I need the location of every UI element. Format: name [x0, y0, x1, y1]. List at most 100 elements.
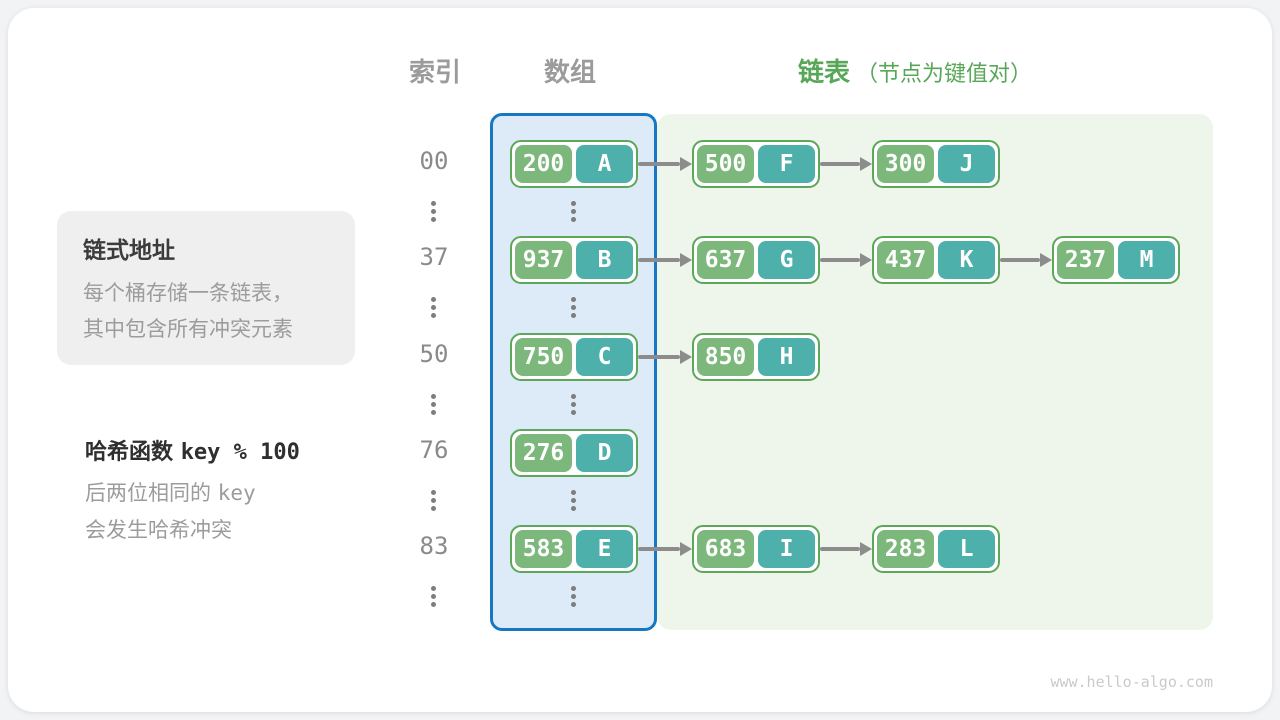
- hash-note-line: 后两位相同的 key: [85, 477, 256, 507]
- ellipsis-dot: [571, 401, 576, 407]
- ellipsis-dot: [571, 602, 576, 608]
- ellipsis-dot: [431, 209, 436, 215]
- index-ellipsis: [431, 586, 436, 608]
- index-ellipsis: [431, 297, 436, 319]
- ellipsis-dot: [431, 305, 436, 311]
- hash-function-expression: key % 100: [180, 440, 300, 465]
- node-value: F: [758, 145, 815, 183]
- ellipsis-dot: [431, 594, 436, 600]
- node-key: 637: [697, 241, 754, 280]
- hash-function-title: 哈希函数 key % 100: [85, 434, 300, 466]
- bucket-index-label: 37: [419, 243, 449, 272]
- info-box-line: 其中包含所有冲突元素: [83, 317, 293, 341]
- ellipsis-dot: [431, 313, 436, 319]
- ellipsis-dot: [571, 393, 576, 399]
- ellipsis-dot: [431, 586, 436, 592]
- ellipsis-dot: [571, 297, 576, 303]
- node-value: K: [938, 241, 995, 280]
- node-key: 437: [877, 241, 934, 280]
- ellipsis-dot: [431, 602, 436, 608]
- node-key: 850: [697, 337, 754, 376]
- chain-arrow: [820, 258, 860, 263]
- array-ellipsis: [571, 297, 576, 319]
- ellipsis-dot: [431, 497, 436, 503]
- index-ellipsis: [431, 201, 436, 223]
- ellipsis-dot: [571, 505, 576, 511]
- node-value: B: [576, 241, 633, 280]
- hash-note-line-code: key: [217, 481, 256, 505]
- node-value: E: [576, 530, 633, 568]
- node-key: 750: [515, 337, 572, 376]
- node-value: L: [938, 530, 995, 568]
- array-ellipsis: [571, 393, 576, 415]
- chain-arrow: [638, 162, 680, 166]
- watermark: www.hello-algo.com: [1050, 673, 1213, 691]
- node-value: C: [576, 337, 633, 376]
- array-ellipsis: [571, 586, 576, 608]
- ellipsis-dot: [571, 489, 576, 495]
- info-box-line: 每个桶存储一条链表，: [83, 281, 293, 305]
- ellipsis-dot: [571, 594, 576, 600]
- bucket-index-label: 00: [419, 147, 449, 175]
- ellipsis-dot: [431, 489, 436, 495]
- ellipsis-dot: [431, 201, 436, 207]
- hash-note-line: 会发生哈希冲突: [85, 518, 232, 542]
- bucket-index-label: 50: [419, 339, 449, 368]
- ellipsis-dot: [431, 505, 436, 511]
- node-value: G: [758, 241, 815, 280]
- node-key: 300: [877, 145, 934, 183]
- node-key: 583: [515, 530, 572, 568]
- header-array-column: 数组: [543, 58, 596, 88]
- header-list-note: （节点为键值对）: [856, 62, 1033, 87]
- chain-arrow: [638, 547, 680, 551]
- node-key: 937: [515, 241, 572, 280]
- node-key: 500: [697, 145, 754, 183]
- header-list-column: 链表（节点为键值对）: [695, 52, 1135, 89]
- array-ellipsis: [571, 489, 576, 511]
- ellipsis-dot: [571, 313, 576, 319]
- chain-arrow: [638, 258, 680, 263]
- node-key: 237: [1057, 241, 1114, 280]
- node-value: D: [576, 433, 633, 472]
- bucket-index-label: 83: [419, 532, 449, 560]
- ellipsis-dot: [431, 217, 436, 223]
- ellipsis-dot: [571, 305, 576, 311]
- node-value: A: [576, 145, 633, 183]
- header-list-label: 链表: [797, 58, 850, 88]
- ellipsis-dot: [431, 401, 436, 407]
- ellipsis-dot: [571, 586, 576, 592]
- node-value: I: [758, 530, 815, 568]
- header-index-column: 索引: [408, 58, 461, 88]
- chain-arrow: [820, 547, 860, 551]
- chain-arrow: [1000, 258, 1040, 263]
- hash-function-title-text: 哈希函数: [85, 440, 174, 465]
- chain-arrow: [638, 354, 680, 359]
- ellipsis-dot: [571, 201, 576, 207]
- array-ellipsis: [571, 201, 576, 223]
- ellipsis-dot: [431, 393, 436, 399]
- index-ellipsis: [431, 489, 436, 511]
- node-key: 283: [877, 530, 934, 568]
- node-value: H: [758, 337, 815, 376]
- ellipsis-dot: [571, 497, 576, 503]
- ellipsis-dot: [571, 217, 576, 223]
- ellipsis-dot: [571, 409, 576, 415]
- ellipsis-dot: [431, 409, 436, 415]
- hash-note-line-text: 后两位相同的: [85, 481, 211, 505]
- chain-arrow: [820, 162, 860, 166]
- node-key: 276: [515, 433, 572, 472]
- bucket-index-label: 76: [419, 435, 449, 464]
